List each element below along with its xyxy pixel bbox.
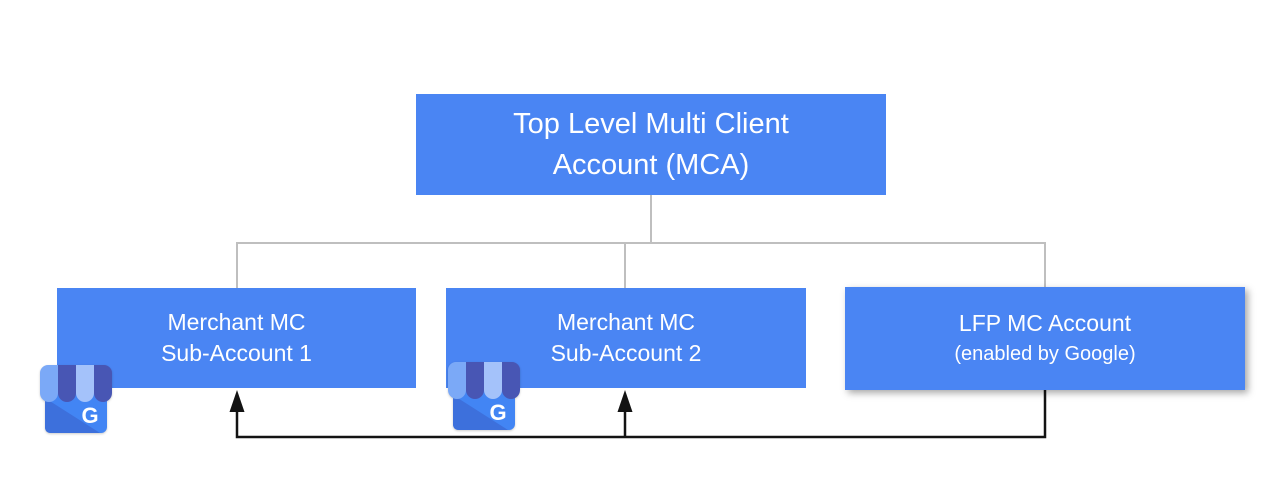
node-lfp-mc-account: LFP MC Account (enabled by Google) [845,287,1245,390]
awning-stripe [502,362,520,399]
awning-stripe [466,362,484,399]
awning-stripe [94,365,112,402]
google-business-profile-icon: G [448,362,520,430]
google-g-letter: G [81,403,98,428]
node-label-line: Account (MCA) [552,148,750,181]
arrowhead-sub1 [229,390,245,412]
awning-stripe [76,365,94,402]
node-label-line: Merchant MC [556,309,696,335]
node-top-level-mca: Top Level Multi Client Account (MCA) [416,94,886,195]
google-g-letter: G [489,400,506,425]
tree-connector-rail [236,242,1046,288]
node-label-line: LFP MC Account [958,309,1132,336]
node-label-line: (enabled by Google) [954,342,1136,365]
storefront-fold [453,395,508,430]
node-label-line: Merchant MC [167,309,306,335]
awning-stripe [484,362,502,399]
lfp-feed-arrow-path [235,390,1047,439]
arrowhead-sub2 [617,390,633,412]
awning-stripe [448,362,466,399]
awning-stripe [58,365,76,402]
node-merchant-sub-account-1: Merchant MC Sub-Account 1 [57,288,416,388]
google-business-profile-icon: G [40,365,112,433]
awning-stripe [40,365,58,402]
storefront-fold [45,398,100,433]
node-label-line: Sub-Account 2 [550,340,702,366]
node-label-line: Top Level Multi Client [513,107,789,140]
node-label-line: Sub-Account 1 [161,340,312,366]
